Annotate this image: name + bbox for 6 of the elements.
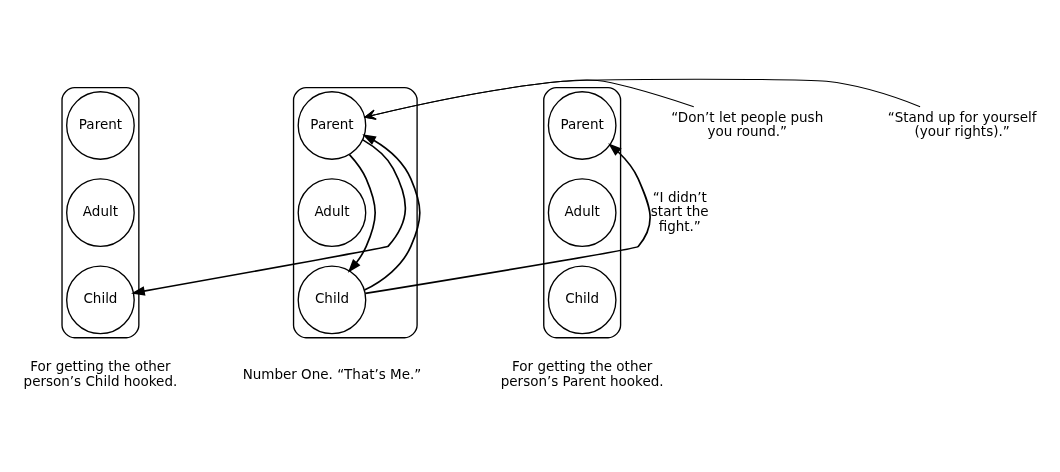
node-label: For getting the other person’s Child hooked. <box>23 357 178 389</box>
node-text: “Stand up for yourself (your rights).” <box>887 108 1037 139</box>
edge-label: “I didn’t start the fight.” <box>650 188 709 234</box>
node-label: For getting the other person’s Parent hooked. <box>500 357 664 389</box>
node-text: “Don’t let people push you round.” <box>671 108 824 139</box>
node-label: Number One. “That’s Me.” <box>242 365 422 382</box>
